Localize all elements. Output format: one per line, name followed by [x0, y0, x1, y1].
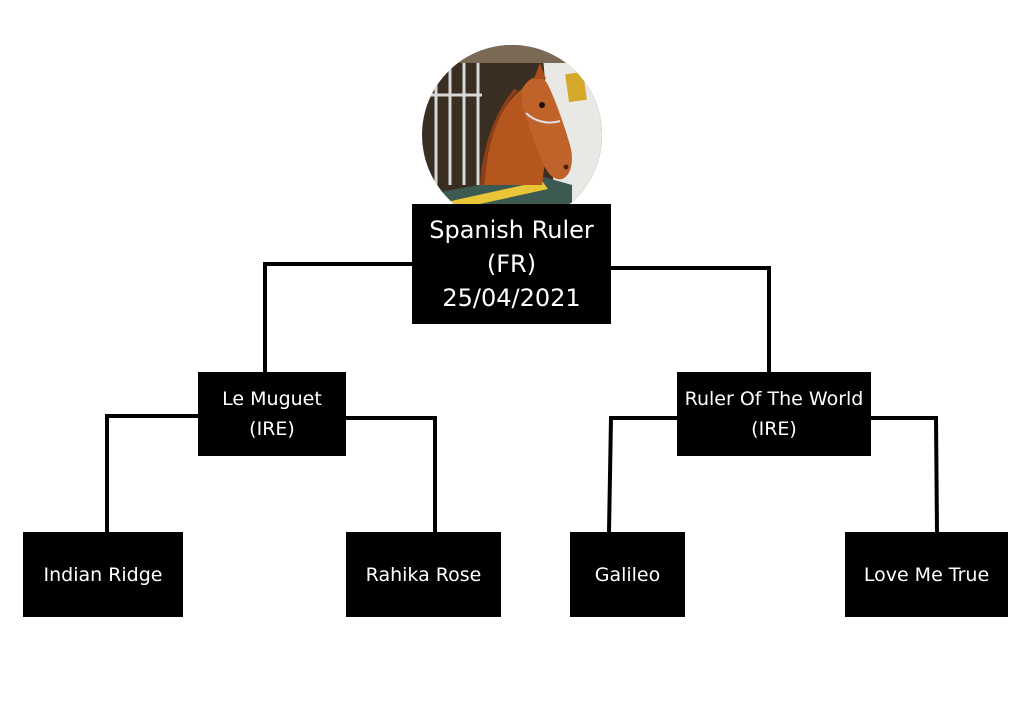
grandparent-node-4: Love Me True	[845, 532, 1008, 617]
connector-dam-leaf-4	[869, 416, 939, 534]
sire-name: Le Muguet	[222, 388, 322, 410]
connector-sire-leaf-1	[105, 414, 200, 534]
sire-node: Le Muguet (IRE)	[198, 372, 346, 456]
horse-in-stable-icon	[422, 45, 602, 225]
connector-dam-leaf-3	[607, 416, 679, 534]
grandparent-name: Rahika Rose	[365, 563, 482, 586]
grandparent-node-2: Rahika Rose	[346, 532, 501, 617]
dam-origin: (IRE)	[751, 418, 797, 440]
grandparent-name: Galileo	[594, 563, 661, 586]
grandparent-node-3: Galileo	[570, 532, 685, 617]
grandparent-node-1: Indian Ridge	[23, 532, 183, 617]
sire-origin: (IRE)	[249, 418, 295, 440]
dam-name: Ruler Of The World	[684, 388, 864, 410]
root-horse-origin: (FR)	[486, 250, 537, 278]
root-horse-node: Spanish Ruler (FR) 25/04/2021	[412, 204, 611, 324]
grandparent-name: Love Me True	[863, 563, 990, 586]
connector-root-dam	[609, 266, 771, 374]
dam-node: Ruler Of The World (IRE)	[677, 372, 871, 456]
root-horse-date: 25/04/2021	[442, 284, 581, 312]
connector-sire-leaf-2	[344, 416, 437, 534]
connector-root-sire	[263, 262, 414, 374]
root-horse-name: Spanish Ruler	[429, 216, 594, 244]
grandparent-name: Indian Ridge	[43, 563, 163, 586]
